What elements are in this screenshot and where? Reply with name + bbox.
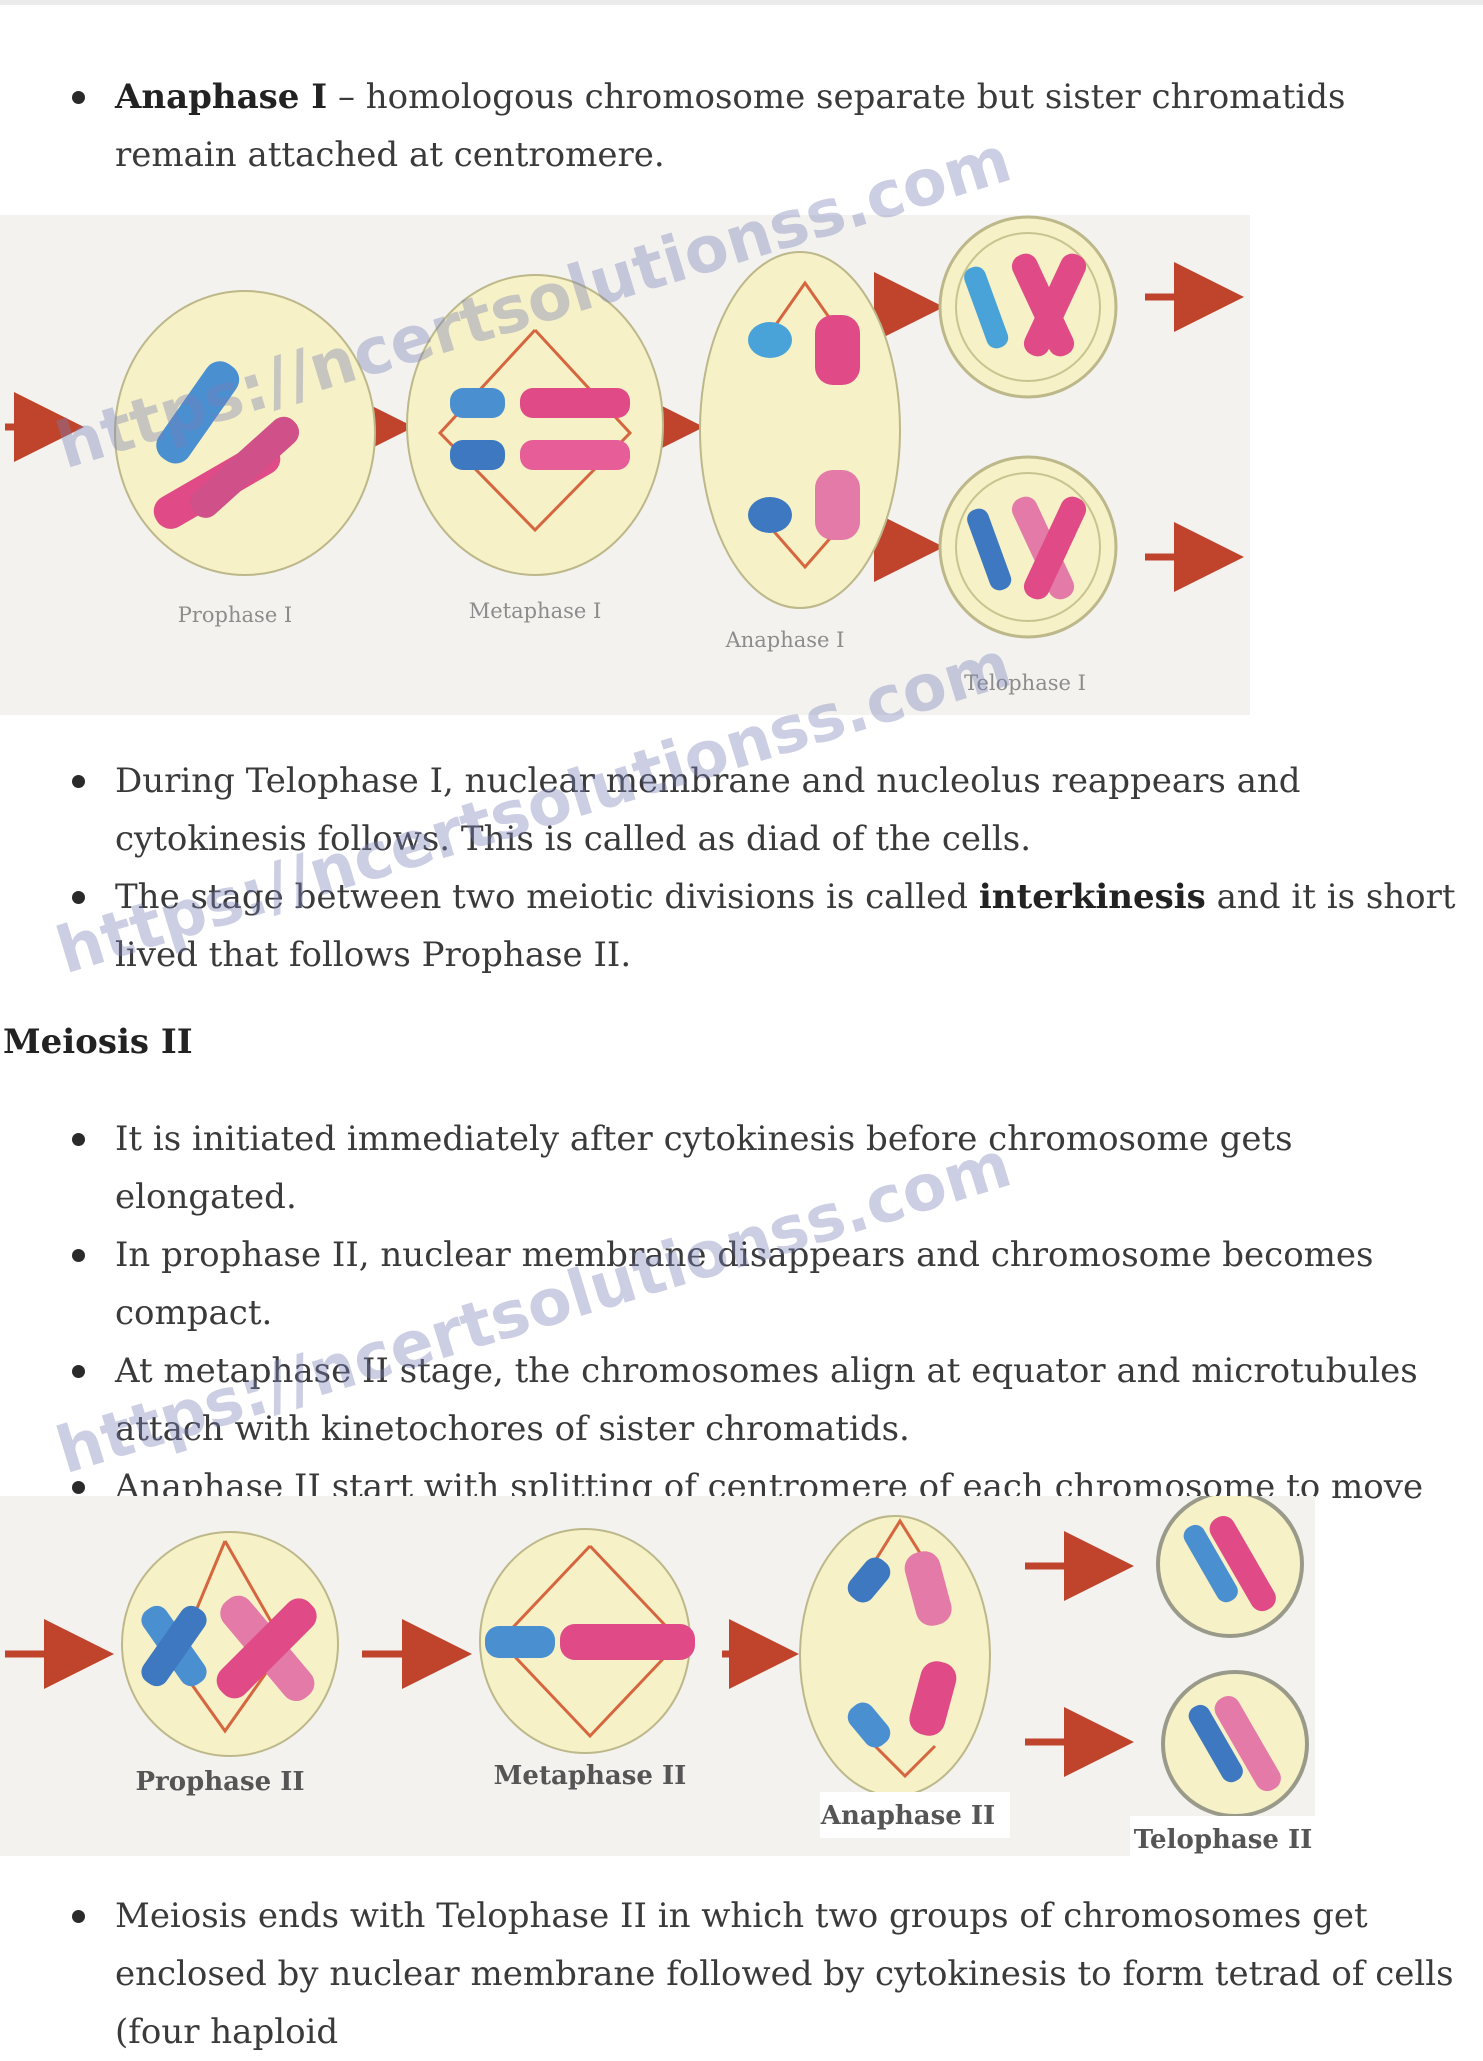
bullet-dot	[72, 1910, 85, 1923]
list-item: The stage between two meiotic divisions …	[0, 868, 1483, 984]
label-anaphase-1: Anaphase I	[725, 628, 845, 652]
list-item: At metaphase II stage, the chromosomes a…	[0, 1342, 1483, 1458]
bullet-text: During Telophase I, nuclear membrane and…	[115, 761, 1301, 859]
label-metaphase-2: Metaphase II	[494, 1761, 687, 1791]
list-item: It is initiated immediately after cytoki…	[0, 1110, 1483, 1226]
top-divider	[0, 0, 1483, 5]
list-item: In prophase II, nuclear membrane disappe…	[0, 1226, 1483, 1342]
bullet-dot	[72, 891, 85, 904]
arrow-icon	[5, 262, 1244, 592]
bullet-list-mid: During Telophase I, nuclear membrane and…	[0, 752, 1483, 984]
prophase-2-cell	[121, 1531, 339, 1757]
bullet-dot	[72, 775, 85, 788]
prophase-1-cell	[114, 290, 376, 576]
bullet-bold-term: Anaphase I	[115, 77, 328, 117]
label-telophase-1: Telophase I	[964, 671, 1086, 695]
bullet-text: and it is short lived that follows Proph…	[115, 877, 1456, 975]
label-telophase-2: Telophase II	[1134, 1825, 1313, 1855]
bullet-dot	[72, 1481, 85, 1494]
section-heading: Meiosis II	[3, 1022, 193, 1062]
bullet-text: It is initiated immediately after cytoki…	[115, 1119, 1293, 1217]
telophase-1-cell-top	[938, 215, 1118, 399]
telophase-1-cell-bottom	[938, 455, 1118, 639]
bullet-list-bottom: Meiosis ends with Telophase II in which …	[0, 1887, 1483, 2061]
bullet-dot	[72, 1249, 85, 1262]
bullet-text: Meiosis ends with Telophase II in which …	[115, 1896, 1454, 2052]
list-item: Anaphase I – homologous chromosome separ…	[0, 68, 1483, 184]
label-metaphase-1: Metaphase I	[469, 599, 602, 623]
bullet-dot	[72, 91, 85, 104]
anaphase-1-cell	[699, 251, 901, 609]
label-prophase-1: Prophase I	[178, 603, 292, 627]
bullet-dot	[72, 1133, 85, 1146]
bullet-list-top: Anaphase I – homologous chromosome separ…	[0, 68, 1483, 184]
telophase-2-cell-bottom	[1161, 1670, 1309, 1818]
list-item: Meiosis ends with Telophase II in which …	[0, 1887, 1483, 2061]
bullet-text: At metaphase II stage, the chromosomes a…	[115, 1351, 1418, 1449]
anaphase-2-cell	[799, 1515, 991, 1797]
list-item: During Telophase I, nuclear membrane and…	[0, 752, 1483, 868]
metaphase-1-cell	[406, 274, 664, 576]
bullet-text: – homologous chromosome separate but sis…	[115, 77, 1346, 175]
bullet-text: The stage between two meiotic divisions …	[115, 877, 979, 917]
telophase-2-cell-top	[1156, 1496, 1304, 1638]
arrow-icon	[5, 1531, 1134, 1777]
meiosis-1-figure: Prophase I Metaphase I Anaphase I Teloph…	[0, 215, 1250, 715]
meiosis-2-figure: Prophase II Metaphase II Anaphase II Tel…	[0, 1496, 1315, 1856]
bullet-dot	[72, 1365, 85, 1378]
label-prophase-2: Prophase II	[135, 1767, 304, 1797]
label-anaphase-2: Anaphase II	[820, 1801, 995, 1831]
bullet-list-meiosis-2: It is initiated immediately after cytoki…	[0, 1110, 1483, 1574]
metaphase-2-cell	[479, 1528, 695, 1754]
bullet-text: In prophase II, nuclear membrane disappe…	[115, 1235, 1374, 1333]
bullet-bold-term: interkinesis	[978, 877, 1206, 917]
